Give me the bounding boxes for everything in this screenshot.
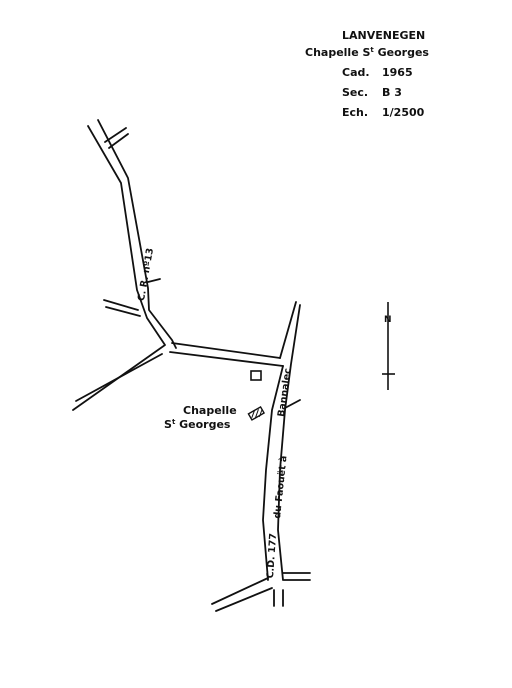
road-east-top [171, 342, 281, 359]
road-southwest [75, 353, 163, 402]
road-cd177-right [277, 304, 301, 581]
building-square [250, 370, 262, 381]
legend-place: Chapelle St Georges [305, 46, 429, 59]
legend-section-label: Sec. [342, 86, 369, 99]
road-bottom-sw-1 [211, 577, 269, 605]
road-cr13-left-edge [72, 125, 166, 411]
legend-cadastre-value: 1965 [382, 66, 413, 79]
road-spur-top [104, 127, 127, 143]
north-arrow [382, 302, 395, 390]
road-cr13-right-edge [97, 119, 177, 349]
chapel-symbol [247, 405, 266, 421]
legend-cadastre-label: Cad. [342, 66, 370, 79]
north-label: N [384, 315, 392, 325]
road-spur-left [103, 299, 139, 311]
road-cd177-left [262, 301, 297, 581]
legend-commune: LANVENEGEN [342, 29, 426, 42]
road-spur-left-2 [105, 306, 141, 317]
road-east-bottom [169, 351, 284, 367]
road-bottom-sw-2 [215, 587, 273, 612]
legend-scale-label: Ech. [342, 106, 369, 119]
chapel-label-line2: St Georges [164, 418, 231, 431]
legend-scale-value: 1/2500 [382, 106, 425, 119]
legend-section-value: B 3 [382, 86, 402, 99]
road-bottom-south [273, 589, 284, 607]
chapel-label-line1: Chapelle [183, 404, 237, 417]
road-spur-east [284, 399, 301, 409]
road-spur-top-2 [108, 133, 129, 149]
road-spur-right [147, 278, 161, 283]
